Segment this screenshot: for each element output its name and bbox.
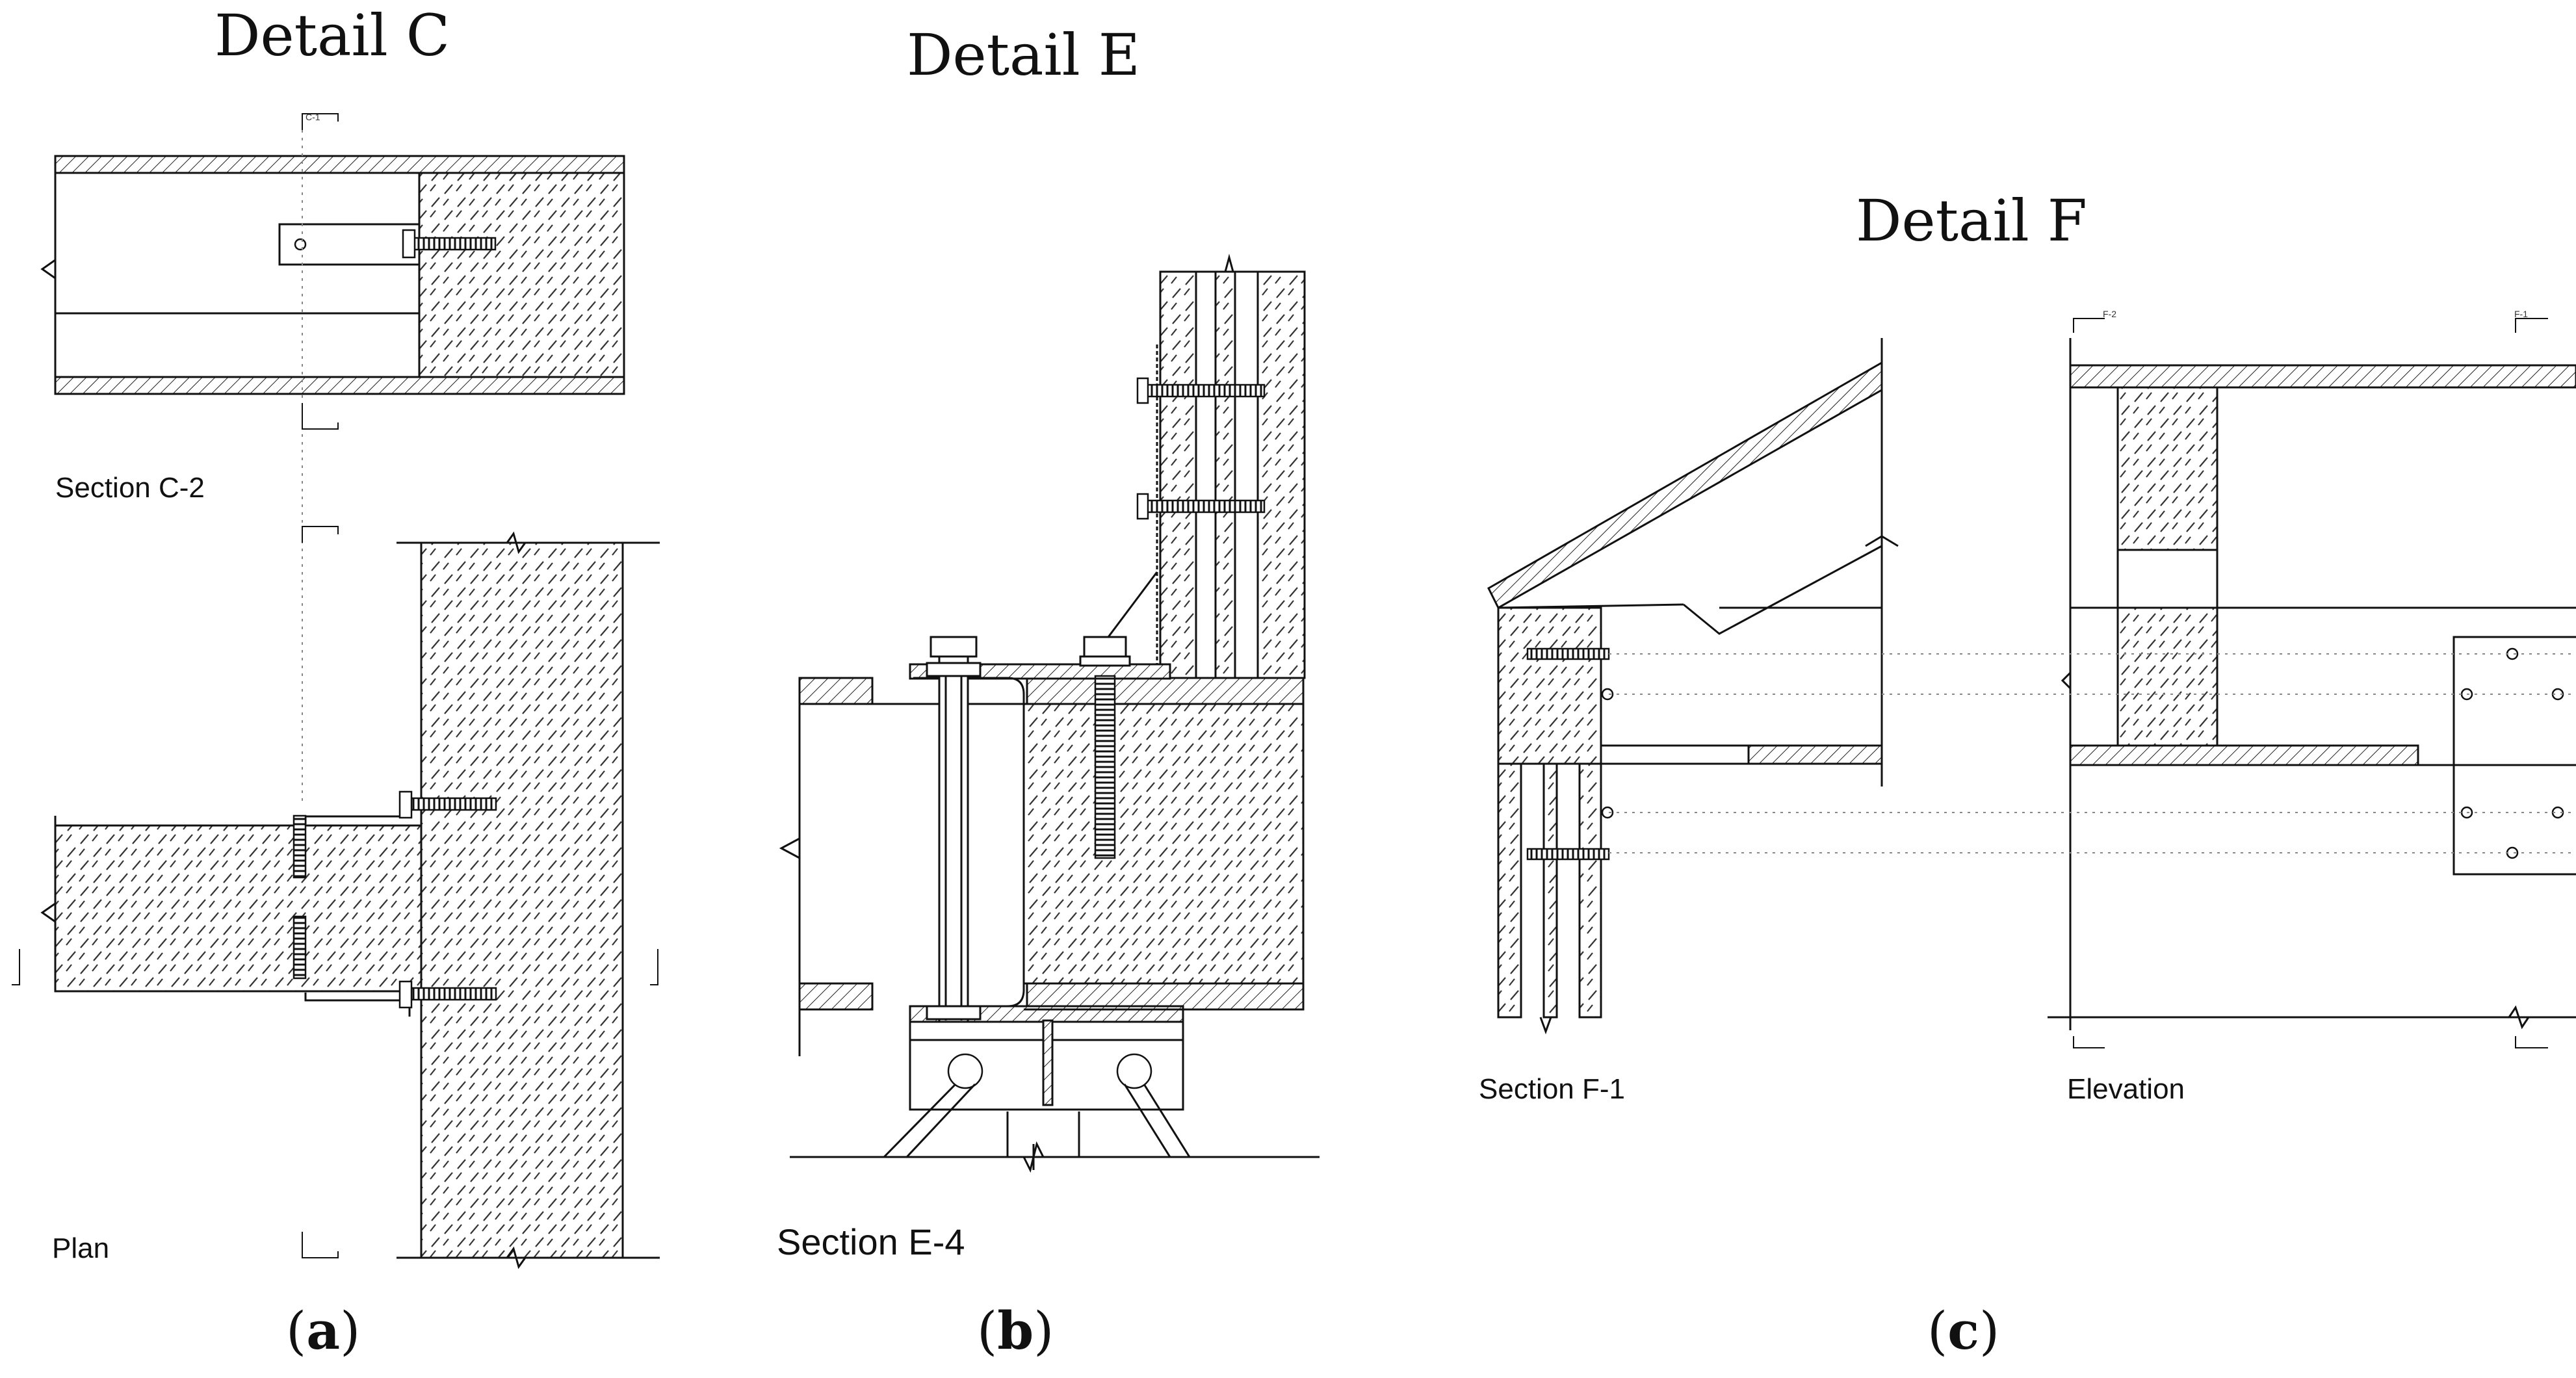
panel-b-title: Detail E <box>907 21 1140 88</box>
caption-b: (b) <box>977 1300 1054 1361</box>
view-label-plan: Plan <box>52 1232 109 1264</box>
plan-drawing <box>12 526 660 1269</box>
panel-a: Detail C C-1 Section C-2 <box>12 2 660 1361</box>
panel-a-title: Detail C <box>215 2 450 69</box>
panel-b: Detail E <box>777 21 1320 1361</box>
caption-a: (a) <box>286 1300 360 1361</box>
panel-c: Detail F Section F-1 <box>1479 187 2576 1361</box>
section-c2-drawing: C-1 <box>40 112 625 533</box>
view-label-elevation: Elevation <box>2067 1073 2185 1105</box>
view-label-section-e4: Section E-4 <box>777 1221 965 1262</box>
section-mark-c1-top: C-1 <box>306 112 320 122</box>
panel-c-title: Detail F <box>1856 187 2087 254</box>
view-label-section-c2: Section C-2 <box>55 472 205 504</box>
view-label-section-f1: Section F-1 <box>1479 1073 1625 1105</box>
section-f1-drawing <box>1487 338 1899 1035</box>
elevation-drawing: F-2 F-1 <box>2048 309 2576 1048</box>
caption-c: (c) <box>1927 1300 1999 1361</box>
section-mark-f1: F-1 <box>2514 309 2528 319</box>
section-mark-f2: F-2 <box>2103 309 2116 319</box>
alignment-lines <box>1609 653 2574 853</box>
section-e4-drawing <box>779 254 1320 1173</box>
